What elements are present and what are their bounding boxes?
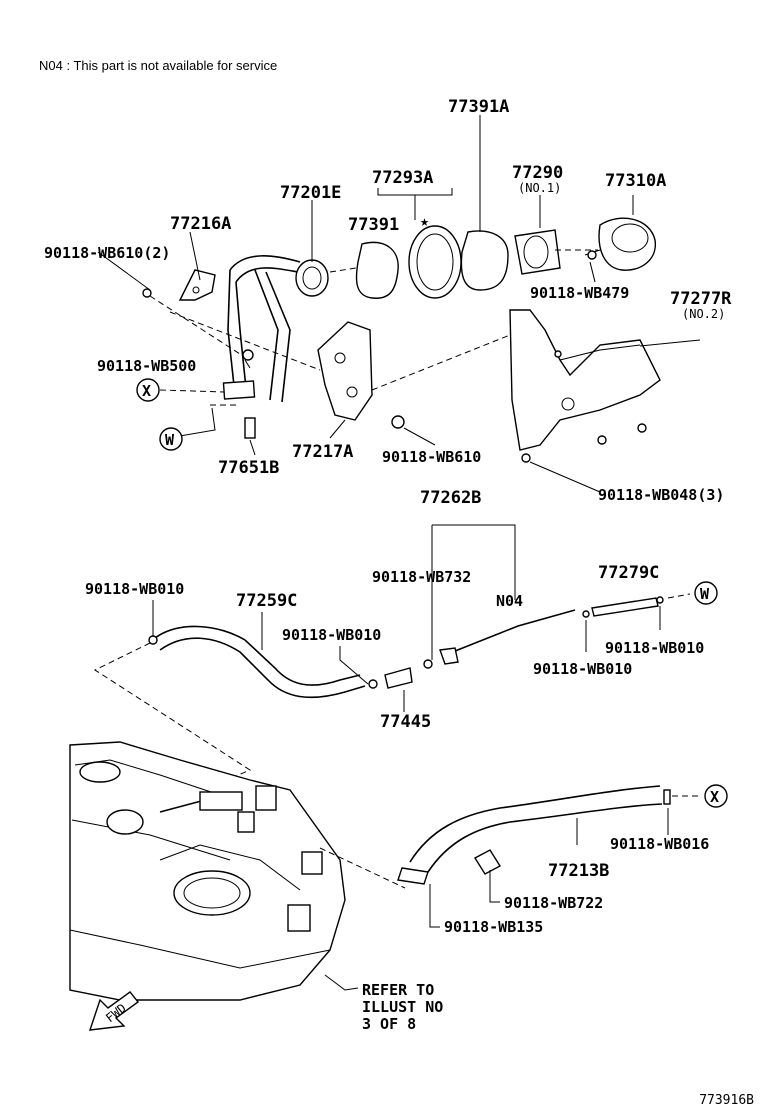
connection-markers: X W W X ★	[136, 212, 728, 808]
star-marker: ★	[420, 212, 429, 230]
label-90118-WB500: 90118-WB500	[97, 357, 196, 375]
label-77259C: 77259C	[236, 591, 297, 611]
refer-line-1: REFER TO	[362, 981, 434, 999]
fuel-tank	[69, 741, 346, 1001]
label-90118-WB610-2: 90118-WB610(2)	[44, 244, 170, 262]
marker-w-1: W	[165, 431, 175, 449]
label-77445: 77445	[380, 712, 431, 732]
filler-neck-assembly	[142, 217, 661, 463]
label-77277R-sub: (NO.2)	[682, 307, 725, 321]
service-note: N04 : This part is not available for ser…	[39, 58, 278, 73]
label-77651B: 77651B	[218, 458, 279, 478]
label-77310A: 77310A	[605, 171, 666, 191]
label-77391: 77391	[348, 215, 399, 235]
label-77217A: 77217A	[292, 442, 353, 462]
marker-w-2: W	[700, 585, 710, 603]
label-90118-WB010-d: 90118-WB010	[533, 660, 632, 678]
bottom-leader-lines	[319, 795, 702, 991]
label-90118-WB479: 90118-WB479	[530, 284, 629, 302]
label-77213B: 77213B	[548, 861, 609, 881]
hose-assembly	[148, 596, 664, 699]
label-77277R: 77277R	[670, 289, 732, 309]
drawing-number: 773916B	[699, 1093, 754, 1108]
refer-line-2: ILLUST NO	[362, 998, 443, 1016]
label-90118-WB135: 90118-WB135	[444, 918, 543, 936]
label-90118-WB010-a: 90118-WB010	[85, 580, 184, 598]
label-N04: N04	[496, 592, 523, 610]
label-77290-sub: (NO.1)	[518, 181, 561, 195]
label-77279C: 77279C	[598, 563, 659, 583]
label-77216A: 77216A	[170, 214, 231, 234]
label-77391A: 77391A	[448, 97, 509, 117]
label-77293A: 77293A	[372, 168, 433, 188]
top-leader-lines	[97, 115, 701, 493]
label-77262B: 77262B	[420, 488, 481, 508]
label-90118-WB010-b: 90118-WB010	[282, 626, 381, 644]
label-90118-WB048-3: 90118-WB048(3)	[598, 486, 724, 504]
label-90118-WB010-c: 90118-WB010	[605, 639, 704, 657]
refer-line-3: 3 OF 8	[362, 1015, 416, 1033]
label-90118-WB016: 90118-WB016	[610, 835, 709, 853]
label-90118-WB732: 90118-WB732	[372, 568, 471, 586]
label-77201E: 77201E	[280, 183, 341, 203]
label-90118-WB610: 90118-WB610	[382, 448, 481, 466]
marker-x-1: X	[142, 382, 151, 400]
inlet-pipe	[397, 785, 671, 885]
marker-x-2: X	[710, 788, 719, 806]
part-labels: 77391A 77293A 77290 (NO.1) 77310A 77201E…	[44, 97, 732, 1033]
label-77290: 77290	[512, 163, 563, 183]
label-90118-WB722: 90118-WB722	[504, 894, 603, 912]
